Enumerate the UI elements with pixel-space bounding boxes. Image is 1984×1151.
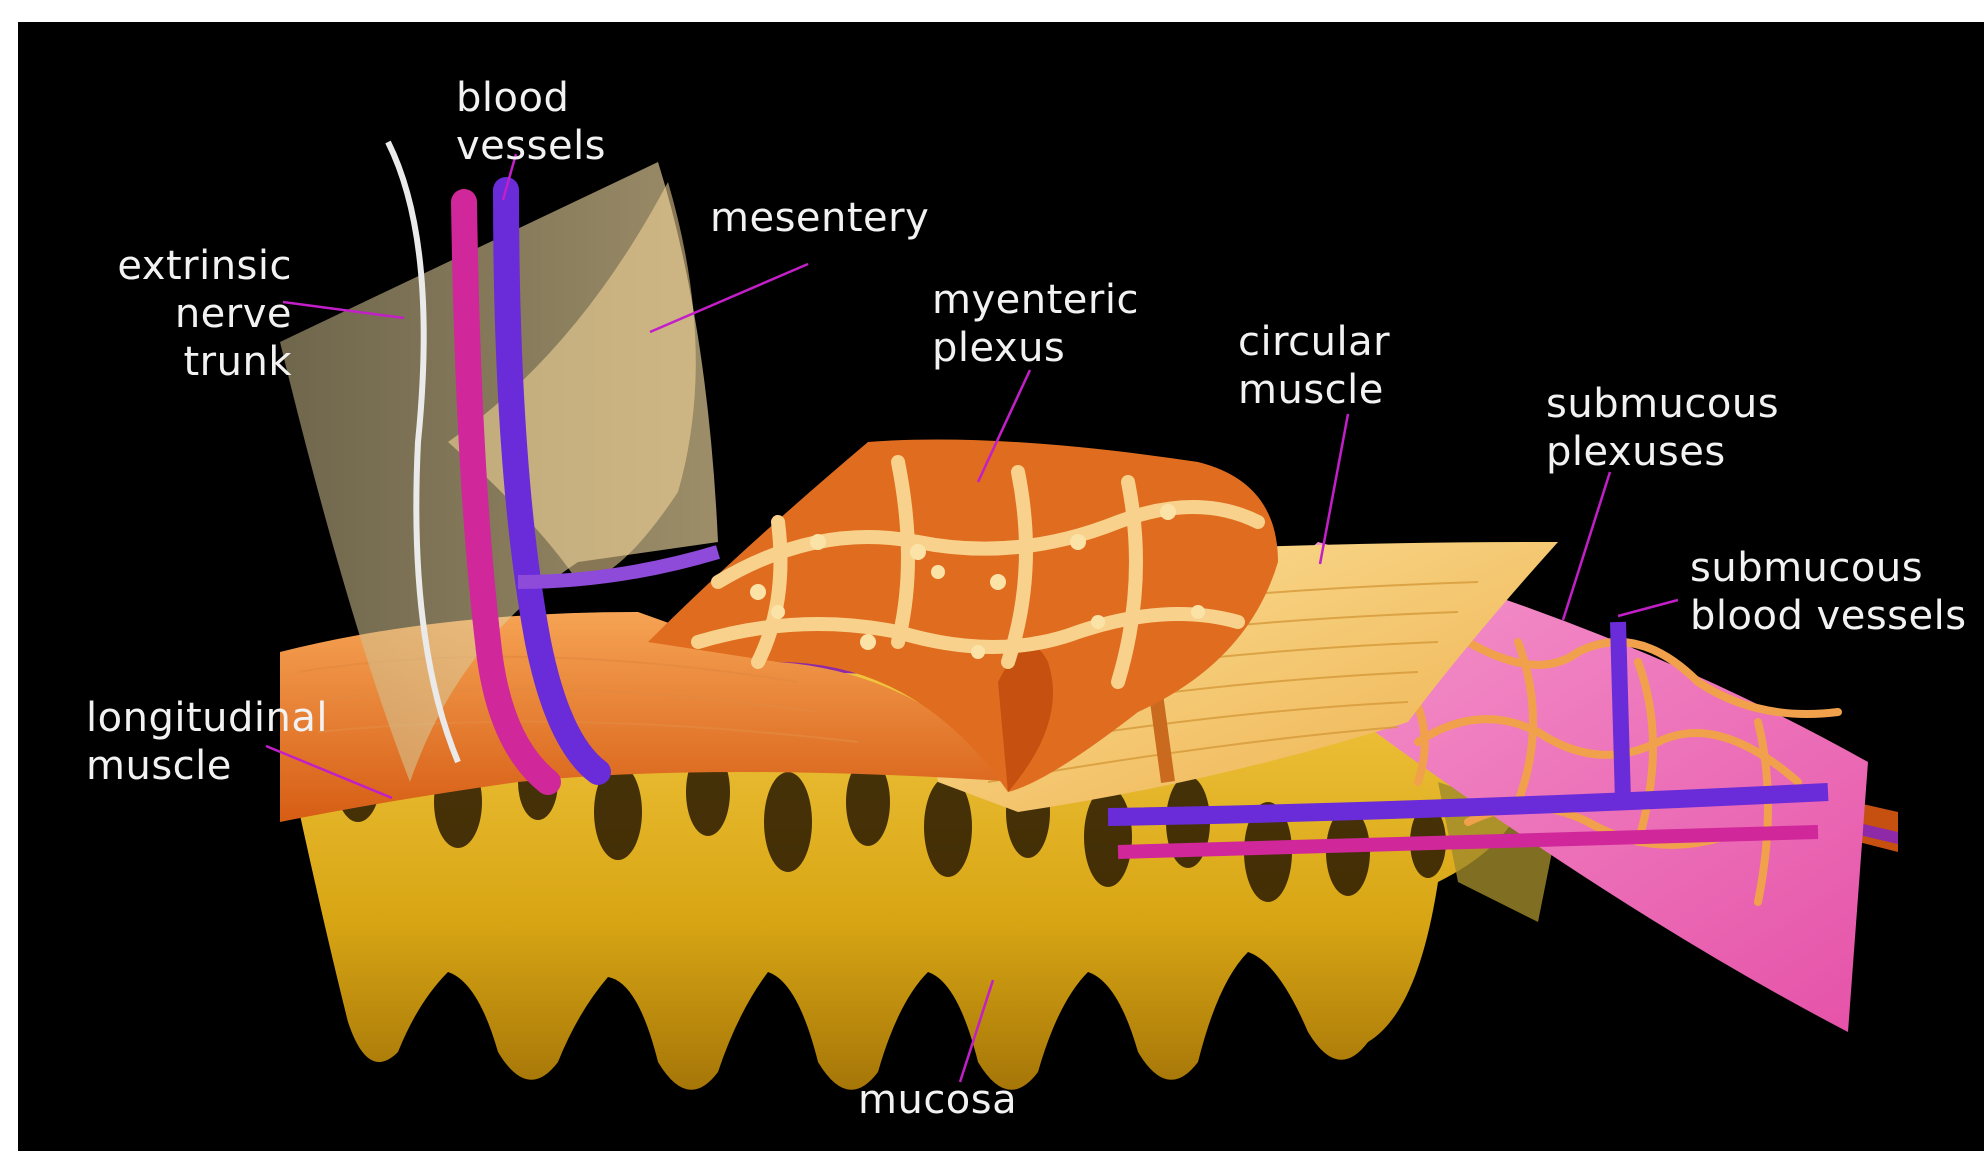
label-line: plexus xyxy=(932,324,1139,372)
label-myenteric-plexus: myenteric plexus xyxy=(932,276,1139,372)
label-line: submucous xyxy=(1546,380,1779,428)
label-line: muscle xyxy=(1238,366,1390,414)
label-mesentery: mesentery xyxy=(710,194,929,242)
label-line: vessels xyxy=(456,122,606,170)
label-circular-muscle: circular muscle xyxy=(1238,318,1390,414)
label-line: submucous xyxy=(1690,544,1967,592)
label-line: plexuses xyxy=(1546,428,1779,476)
label-blood-vessels: blood vessels xyxy=(456,74,606,170)
leader-submucous-blood-vessels xyxy=(1618,600,1678,616)
label-line: mesentery xyxy=(710,194,929,242)
label-submucous-plexuses: submucous plexuses xyxy=(1546,380,1779,476)
label-line: nerve xyxy=(72,290,292,338)
label-mucosa: mucosa xyxy=(858,1076,1017,1124)
label-line: myenteric xyxy=(932,276,1139,324)
label-line: extrinsic xyxy=(72,242,292,290)
label-extrinsic-nerve-trunk: extrinsic nerve trunk xyxy=(72,242,292,386)
label-line: blood xyxy=(456,74,606,122)
label-line: blood vessels xyxy=(1690,592,1967,640)
label-longitudinal-muscle: longitudinal muscle xyxy=(86,694,328,790)
diagram-canvas: blood vessels extrinsic nerve trunk mese… xyxy=(18,22,1984,1151)
leader-submucous-plexuses xyxy=(1563,472,1610,620)
label-line: muscle xyxy=(86,742,328,790)
label-line: circular xyxy=(1238,318,1390,366)
label-line: trunk xyxy=(72,338,292,386)
leader-circular-muscle xyxy=(1320,414,1348,564)
label-line: longitudinal xyxy=(86,694,328,742)
label-submucous-blood-vessels: submucous blood vessels xyxy=(1690,544,1967,640)
label-line: mucosa xyxy=(858,1076,1017,1124)
